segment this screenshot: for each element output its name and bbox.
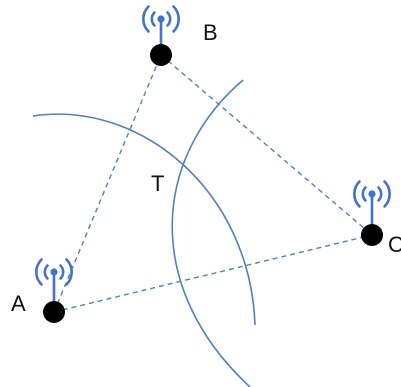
node-c: [353, 180, 391, 246]
node-b: [142, 5, 180, 66]
node-a-dot: [43, 301, 65, 323]
radio-antenna-icon: [353, 180, 391, 224]
label-t: T: [151, 171, 164, 196]
node-b-dot: [150, 44, 172, 66]
label-c: C: [388, 232, 401, 257]
radio-antenna-icon: [142, 5, 180, 47]
node-a: [35, 258, 73, 323]
range-arc-a: [32, 113, 256, 326]
label-a: A: [11, 291, 26, 316]
label-b: B: [203, 20, 218, 45]
node-c-dot: [361, 224, 383, 246]
link-a-c: [53, 234, 373, 313]
range-arc-b: [171, 79, 251, 387]
link-a-b: [53, 54, 162, 313]
link-b-c: [160, 54, 373, 236]
radio-antenna-icon: [35, 258, 73, 302]
